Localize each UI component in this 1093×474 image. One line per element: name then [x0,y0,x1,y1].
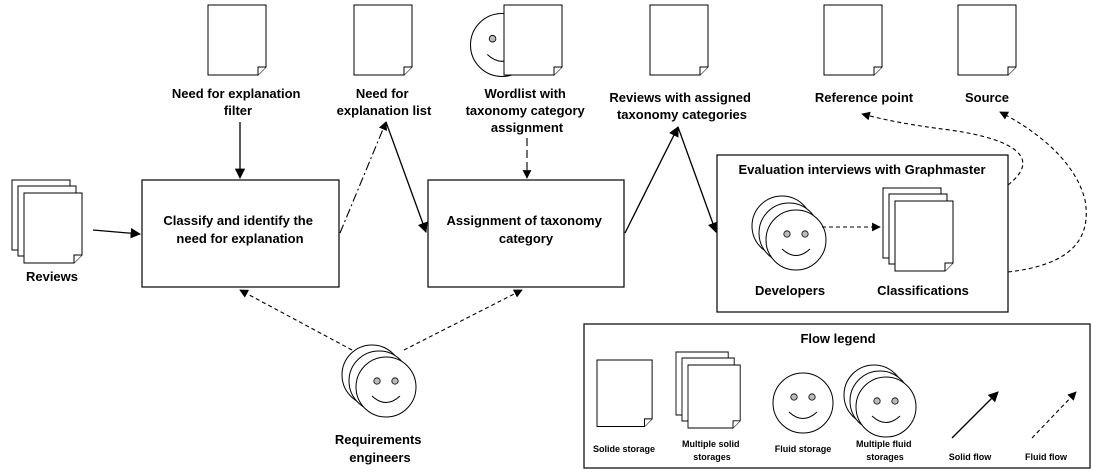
flow-legend-box [583,323,1091,469]
evaluation-title: Evaluation interviews with Graphmaster [738,162,985,177]
legend-solid-flow-label: Solid flow [949,452,992,462]
assignment-label: Assignment of taxonomy category [447,213,606,246]
reviews-multiple-docs-icon [11,179,83,264]
source-doc-icon [957,4,1017,76]
classify-to-list-arrow [339,121,388,234]
developers-label: Developers [755,283,825,298]
wordlist-fluid-storage-icon [469,4,563,78]
classifications-label: Classifications [877,283,969,298]
need-filter-label: Need for explanation filter [172,86,304,118]
need-list-doc-icon [353,4,413,76]
engineers-to-assignment-arrow [403,289,523,351]
legend-fluid-storage-label: Fluid storage [775,444,832,454]
classifications-docs-icon [882,187,954,272]
classify-process-box [141,179,340,288]
reviews-to-evaluation-arrow [677,126,718,233]
requirements-engineers-label: Requirements engineers [335,432,425,465]
classify-label: Classify and identify the need for expla… [163,213,316,246]
engineers-to-classify-arrow [239,289,353,351]
requirements-engineers-icon [341,344,417,418]
assignment-process-box [427,179,625,288]
legend-solid-storage-label: Solide storage [593,444,655,454]
evaluation-to-source-arrow [999,111,1087,273]
evaluation-to-reference-arrow [861,111,1024,186]
legend-title: Flow legend [800,331,875,346]
reviews-assigned-label: Reviews with assigned taxonomy categorie… [609,90,754,122]
wordlist-label: Wordlist with taxonomy category assignme… [466,86,589,135]
legend-fluid-storage-icon [772,372,834,434]
reviews-assigned-doc-icon [649,4,709,76]
reference-point-label: Reference point [815,90,914,105]
need-list-label: Need for explanation list [337,86,432,118]
legend-solid-flow-arrow [951,391,999,439]
legend-fluid-flow-label: Fluid flow [1025,452,1068,462]
legend-multiple-solid-icon [675,351,741,429]
reviews-to-classify-arrow [92,228,142,239]
legend-solid-storage-icon [596,359,653,427]
assignment-to-reviews-arrow [624,126,679,234]
source-label: Source [965,90,1009,105]
legend-multiple-solid-label: Multiple solid storages [682,439,742,462]
legend-fluid-flow-arrow [1031,391,1077,439]
list-to-assignment-arrow [385,121,428,233]
reference-point-doc-icon [823,4,883,76]
reviews-label: Reviews [26,269,78,284]
need-filter-doc-icon [207,4,267,76]
legend-multiple-fluid-label: Multiple fluid storages [856,439,914,462]
